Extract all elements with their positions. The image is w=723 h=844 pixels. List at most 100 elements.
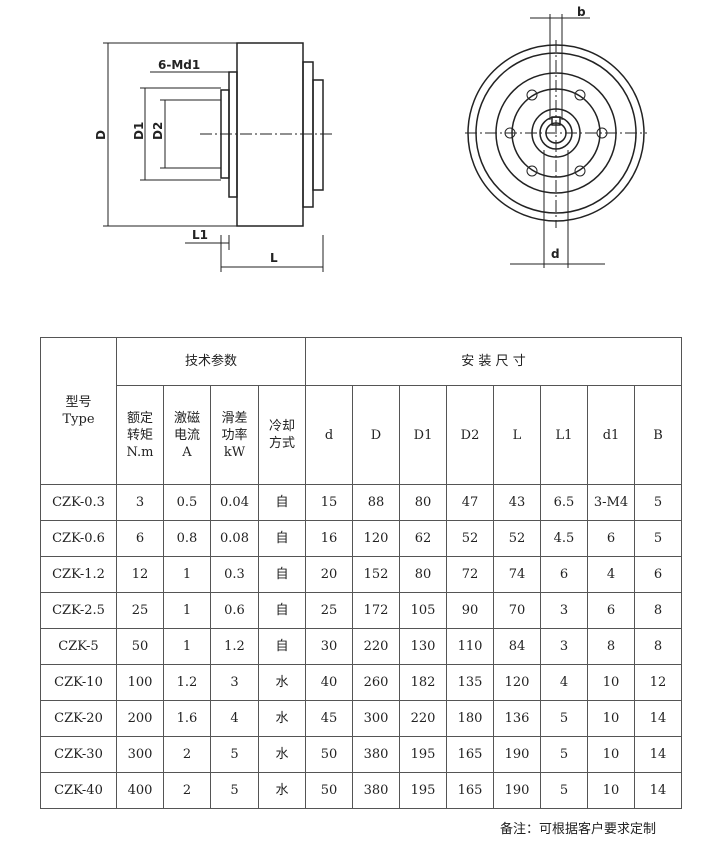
- value-cell: 自: [258, 520, 306, 557]
- value-cell: 300: [352, 700, 400, 737]
- value-cell: 水: [258, 700, 306, 737]
- value-cell: 5: [210, 736, 259, 773]
- value-cell: 5: [634, 520, 682, 557]
- value-cell: 165: [446, 736, 494, 773]
- value-cell: 84: [493, 628, 541, 665]
- value-cell: 0.04: [210, 484, 259, 521]
- value-cell: 8: [634, 628, 682, 665]
- value-cell: 380: [352, 736, 400, 773]
- value-cell: 400: [116, 772, 164, 809]
- model-cell: CZK-0.6: [40, 520, 117, 557]
- value-cell: 88: [352, 484, 400, 521]
- tech-params-header: 技术参数: [116, 337, 306, 386]
- value-cell: 190: [493, 736, 541, 773]
- col-cooling: 冷却方式: [258, 385, 306, 485]
- value-cell: 8: [634, 592, 682, 629]
- value-cell: 180: [446, 700, 494, 737]
- value-cell: 105: [399, 592, 447, 629]
- label-L1: L1: [192, 228, 208, 242]
- model-cell: CZK-0.3: [40, 484, 117, 521]
- value-cell: 自: [258, 592, 306, 629]
- value-cell: 100: [116, 664, 164, 701]
- col-d2: D2: [446, 385, 494, 485]
- value-cell: 195: [399, 772, 447, 809]
- value-cell: 72: [446, 556, 494, 593]
- front-view: [465, 14, 647, 268]
- col-d: d: [305, 385, 353, 485]
- side-view: [103, 42, 335, 272]
- value-cell: 165: [446, 772, 494, 809]
- value-cell: 4: [540, 664, 588, 701]
- value-cell: 136: [493, 700, 541, 737]
- value-cell: 3: [540, 592, 588, 629]
- value-cell: 0.08: [210, 520, 259, 557]
- value-cell: 43: [493, 484, 541, 521]
- value-cell: 195: [399, 736, 447, 773]
- value-cell: 300: [116, 736, 164, 773]
- value-cell: 14: [634, 772, 682, 809]
- value-cell: 20: [305, 556, 353, 593]
- value-cell: 62: [399, 520, 447, 557]
- model-cell: CZK-40: [40, 772, 117, 809]
- value-cell: 50: [305, 772, 353, 809]
- value-cell: 30: [305, 628, 353, 665]
- value-cell: 135: [446, 664, 494, 701]
- value-cell: 8: [587, 628, 635, 665]
- value-cell: 1.6: [163, 700, 211, 737]
- value-cell: 80: [399, 484, 447, 521]
- value-cell: 3-M4: [587, 484, 635, 521]
- label-D: D: [94, 130, 108, 140]
- value-cell: 5: [210, 772, 259, 809]
- value-cell: 5: [540, 736, 588, 773]
- value-cell: 16: [305, 520, 353, 557]
- value-cell: 0.8: [163, 520, 211, 557]
- value-cell: 2: [163, 736, 211, 773]
- value-cell: 47: [446, 484, 494, 521]
- label-d: d: [551, 247, 560, 261]
- value-cell: 40: [305, 664, 353, 701]
- value-cell: 15: [305, 484, 353, 521]
- value-cell: 80: [399, 556, 447, 593]
- value-cell: 25: [305, 592, 353, 629]
- value-cell: 10: [587, 772, 635, 809]
- value-cell: 6: [587, 592, 635, 629]
- value-cell: 110: [446, 628, 494, 665]
- value-cell: 120: [352, 520, 400, 557]
- label-D2: D2: [151, 122, 165, 140]
- label-D1: D1: [132, 122, 146, 140]
- value-cell: 50: [116, 628, 164, 665]
- value-cell: 14: [634, 736, 682, 773]
- value-cell: 3: [116, 484, 164, 521]
- value-cell: 6.5: [540, 484, 588, 521]
- value-cell: 25: [116, 592, 164, 629]
- value-cell: 90: [446, 592, 494, 629]
- value-cell: 1.2: [210, 628, 259, 665]
- value-cell: 2: [163, 772, 211, 809]
- col-l: L: [493, 385, 541, 485]
- value-cell: 10: [587, 736, 635, 773]
- value-cell: 6: [116, 520, 164, 557]
- model-cell: CZK-2.5: [40, 592, 117, 629]
- install-dims-header: 安 装 尺 寸: [305, 337, 682, 386]
- value-cell: 12: [634, 664, 682, 701]
- value-cell: 6: [540, 556, 588, 593]
- col-l1: L1: [540, 385, 588, 485]
- value-cell: 1.2: [163, 664, 211, 701]
- value-cell: 12: [116, 556, 164, 593]
- value-cell: 380: [352, 772, 400, 809]
- value-cell: 172: [352, 592, 400, 629]
- value-cell: 水: [258, 772, 306, 809]
- value-cell: 自: [258, 628, 306, 665]
- model-cell: CZK-10: [40, 664, 117, 701]
- col-d1: d1: [587, 385, 635, 485]
- value-cell: 5: [540, 700, 588, 737]
- value-cell: 1: [163, 556, 211, 593]
